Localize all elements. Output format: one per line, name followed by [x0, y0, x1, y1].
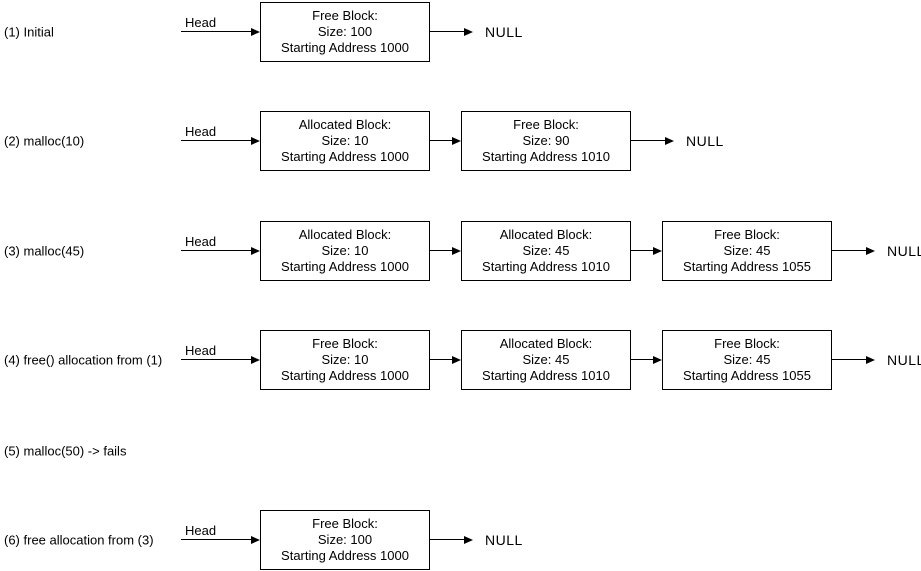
block-line: Size: 10: [321, 352, 369, 367]
link-arrow-line: [631, 359, 655, 360]
diagram-row: (6) free allocation from (3) Head Free Blo…: [0, 510, 921, 570]
block-line: Starting Address 1055: [683, 259, 811, 274]
head-arrow-line: [181, 31, 253, 32]
row-label: (3) malloc(45): [4, 243, 85, 259]
diagram-row: (5) malloc(50) -> fails: [0, 421, 921, 481]
block-line: Starting Address 1010: [482, 259, 610, 274]
block-line: Starting Address 1010: [482, 368, 610, 383]
head-arrow-line: [181, 250, 253, 251]
null-label: NULL: [887, 243, 921, 259]
arrowhead-icon: [665, 136, 674, 145]
head-label: Head: [185, 15, 217, 30]
row-label: (6) free allocation from (3): [4, 532, 154, 548]
null-arrow-line: [430, 539, 464, 540]
null-label: NULL: [887, 352, 921, 368]
null-arrow-line: [430, 31, 464, 32]
arrowhead-icon: [452, 136, 461, 145]
block-line: Free Block:: [513, 117, 579, 132]
row-label: (1) Initial: [4, 24, 54, 40]
arrowhead-icon: [251, 355, 260, 364]
arrowhead-icon: [251, 136, 260, 145]
block-line: Starting Address 1010: [482, 149, 610, 164]
link-arrow-line: [430, 359, 454, 360]
block-line: Size: 45: [522, 352, 570, 367]
null-label: NULL: [485, 532, 523, 548]
diagram-row: (4) free() allocation from (1) Head Free B…: [0, 330, 921, 390]
block-line: Free Block:: [714, 227, 780, 242]
head-label: Head: [185, 234, 217, 249]
block-line: Size: 45: [723, 352, 771, 367]
arrowhead-icon: [653, 246, 662, 255]
arrowhead-icon: [653, 355, 662, 364]
head-arrow-line: [181, 539, 253, 540]
head-arrow-line: [181, 140, 253, 141]
row-label: (2) malloc(10): [4, 133, 85, 149]
block-line: Size: 100: [317, 532, 373, 547]
block-line: Allocated Block:: [298, 117, 392, 132]
null-arrow-line: [832, 359, 866, 360]
arrowhead-icon: [464, 535, 473, 544]
link-arrow-line: [631, 250, 655, 251]
arrowhead-icon: [251, 27, 260, 36]
head-arrow-line: [181, 359, 253, 360]
block-line: Free Block:: [714, 336, 780, 351]
null-label: NULL: [485, 24, 523, 40]
block-line: Size: 10: [321, 133, 369, 148]
block-line: Size: 10: [321, 243, 369, 258]
head-label: Head: [185, 124, 217, 139]
block-line: Starting Address 1000: [281, 149, 409, 164]
null-arrow-line: [631, 140, 665, 141]
arrowhead-icon: [251, 535, 260, 544]
block-line: Allocated Block:: [499, 227, 593, 242]
arrowhead-icon: [464, 27, 473, 36]
block-line: Allocated Block:: [298, 227, 392, 242]
block-line: Free Block:: [312, 516, 378, 531]
block-line: Starting Address 1055: [683, 368, 811, 383]
head-label: Head: [185, 523, 217, 538]
head-label: Head: [185, 343, 217, 358]
row-label: (4) free() allocation from (1): [4, 352, 163, 368]
block-line: Size: 100: [317, 24, 373, 39]
block-line: Size: 45: [522, 243, 570, 258]
block-line: Starting Address 1000: [281, 40, 409, 55]
null-label: NULL: [686, 133, 724, 149]
block-line: Starting Address 1000: [281, 548, 409, 563]
arrowhead-icon: [452, 246, 461, 255]
block-line: Allocated Block:: [499, 336, 593, 351]
arrowhead-icon: [452, 355, 461, 364]
arrowhead-icon: [866, 246, 875, 255]
link-arrow-line: [430, 140, 454, 141]
arrowhead-icon: [251, 246, 260, 255]
block-line: Free Block:: [312, 336, 378, 351]
block-line: Starting Address 1000: [281, 259, 409, 274]
block-line: Size: 90: [522, 133, 570, 148]
link-arrow-line: [430, 250, 454, 251]
null-arrow-line: [832, 250, 866, 251]
row-label: (5) malloc(50) -> fails: [4, 443, 127, 459]
block-line: Free Block:: [312, 8, 378, 23]
block-line: Size: 45: [723, 243, 771, 258]
arrowhead-icon: [866, 355, 875, 364]
block-line: Starting Address 1000: [281, 368, 409, 383]
